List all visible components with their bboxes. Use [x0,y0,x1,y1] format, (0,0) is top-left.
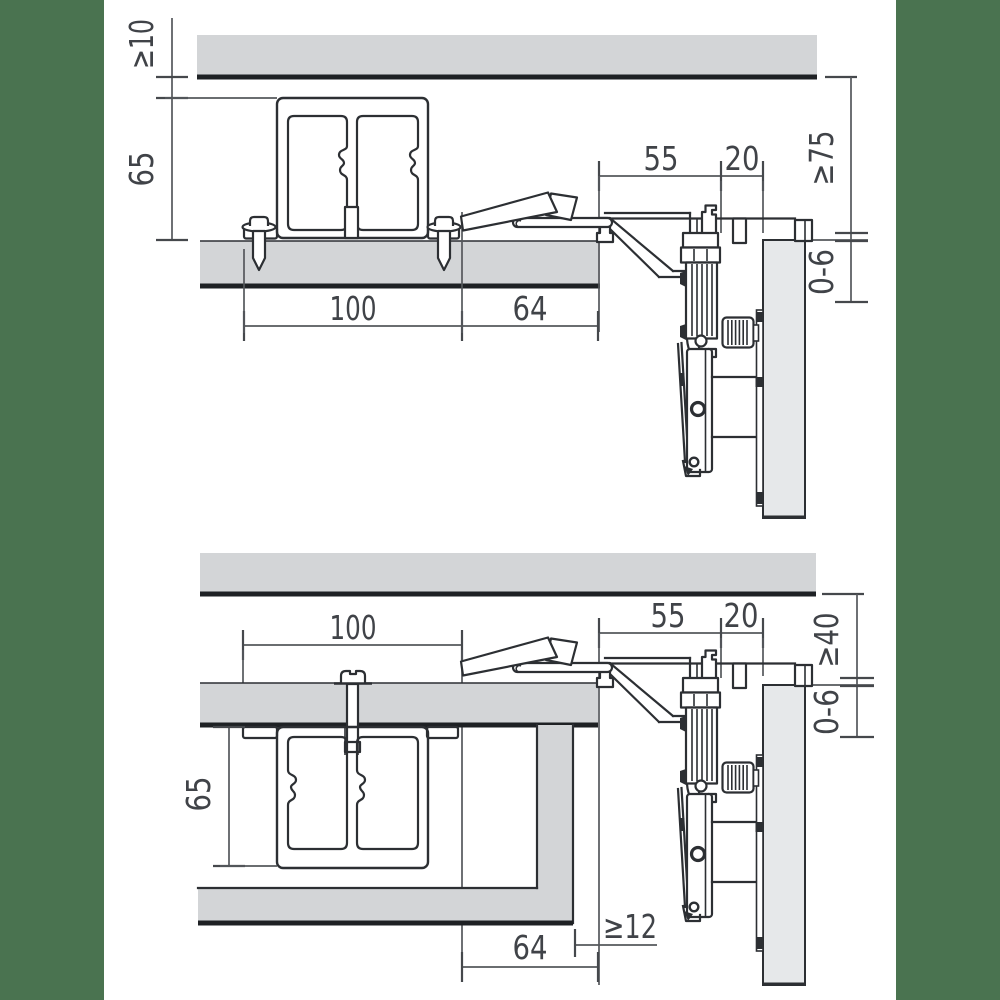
screw-head [339,669,367,683]
dim-label-door-clearance: ≥75 [802,131,841,186]
track-chamber-left [286,735,349,851]
top-view: ≥10 65 55 20 100 [122,18,868,519]
dim-label-adjust-range: 0-6 [802,249,841,295]
dim-label-door-clearance: ≥40 [807,613,846,668]
recess-bottom-shelf [198,888,537,923]
cabinet-panel [200,683,598,723]
screw-shaft [345,682,360,746]
track-body [275,725,430,870]
dim-label-adjust-range: 0-6 [807,689,846,735]
track-center-tab [343,205,360,240]
dim-label-depth: 55 [644,139,679,178]
recess-vertical-wall [537,725,573,923]
dim-label-recess-gap: ≥12 [603,907,657,946]
ceiling-panel [200,553,816,592]
dim-label-track-height: 65 [179,777,218,812]
right-green-band [896,0,1000,1000]
bottom-view: 55 20 ≥40 0-6 100 [179,553,874,986]
cabinet-panel [200,241,600,284]
left-green-band [0,0,104,1000]
dim-label-depth: 55 [651,596,686,635]
track-flange-right [425,725,460,740]
dim-label-mount-width: 100 [330,289,377,328]
dim-label-ceiling-gap: ≥10 [122,19,161,69]
track-chamber-left [286,114,349,232]
ceiling-panel [197,35,817,75]
track-flange-left [241,725,279,740]
dim-label-offset: 20 [725,139,760,178]
recess-walls [196,723,575,926]
mount-screw-center [334,669,372,754]
door-panel [762,239,806,519]
track-chamber-right [355,114,420,232]
dim-label-front-width: 64 [513,289,548,328]
dim-label-offset: 20 [724,596,759,635]
track-chamber-right [355,735,420,851]
dim-label-mount-width: 100 [330,608,377,647]
dim-label-bottom-width: 64 [513,928,548,967]
dim-label-track-height: 65 [122,152,161,187]
hanger-assembly-top [459,190,814,508]
track-profile [242,96,461,240]
door-panel [762,684,806,986]
track-center-channel [344,727,359,755]
track-profile-inverted [241,725,460,870]
